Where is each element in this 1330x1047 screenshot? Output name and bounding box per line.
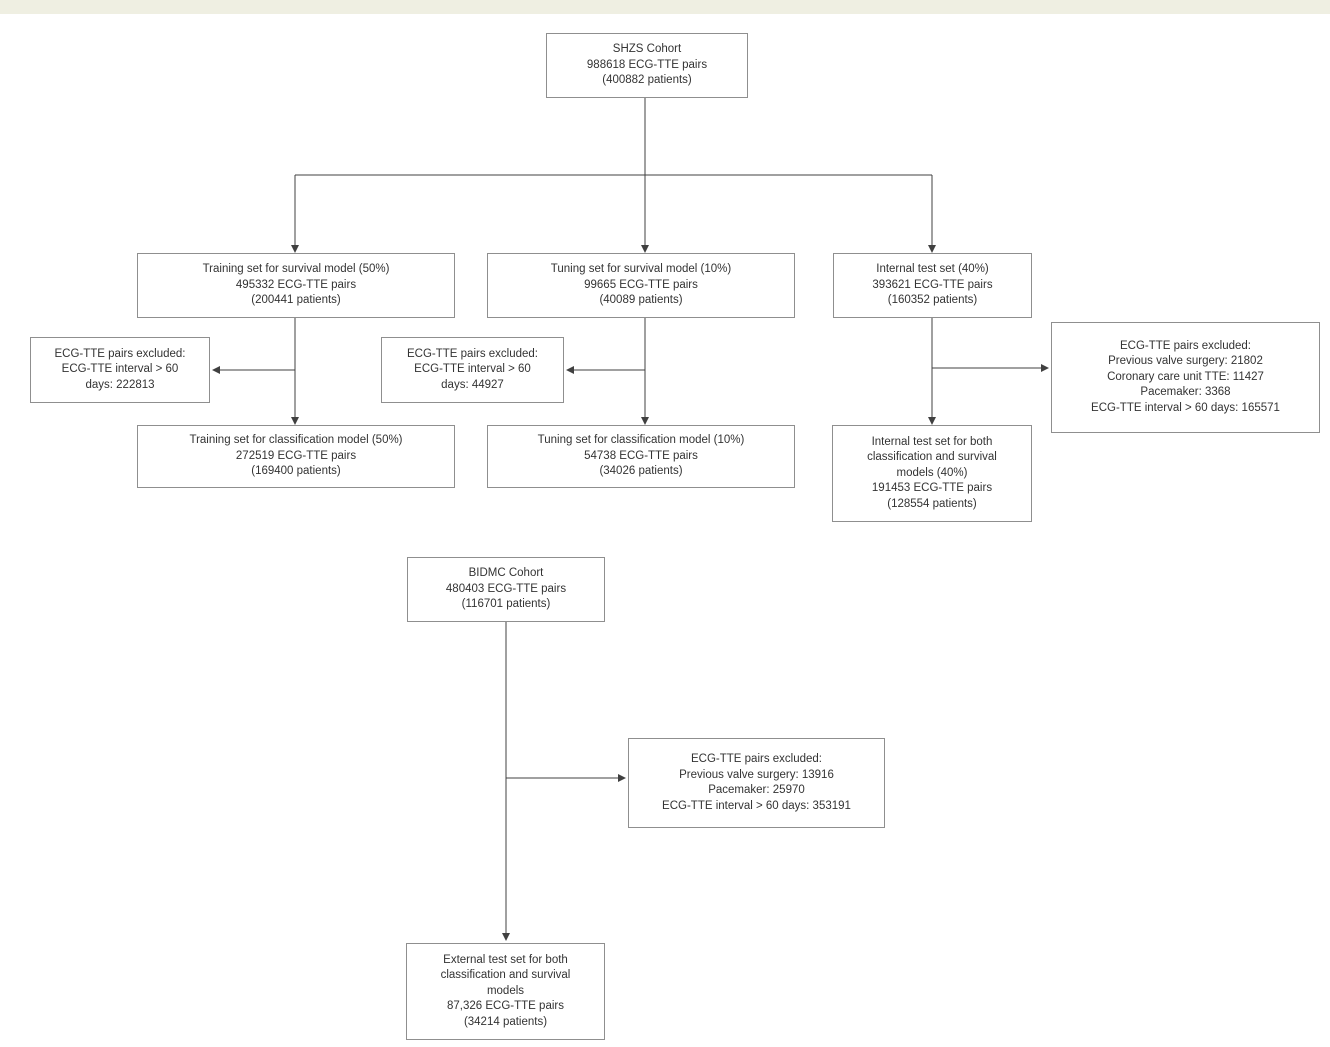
box-text-line: (400882 patients): [602, 74, 692, 87]
box-text-line: days: 44927: [441, 378, 504, 391]
flow-box-training-classification: Training set for classification model (5…: [137, 425, 455, 488]
box-text-line: 54738 ECG-TTE pairs: [584, 449, 698, 462]
box-text-line: ECG-TTE pairs excluded:: [690, 753, 822, 765]
box-text-line: ECG-TTE interval > 60 days: 165571: [1091, 401, 1280, 414]
box-text-line: Internal test set (40%): [876, 263, 989, 276]
box-text-line: (160352 patients): [887, 294, 978, 307]
box-text-line: 99665 ECG-TTE pairs: [584, 278, 698, 291]
box-text-line: External test set for both: [443, 953, 568, 966]
box-text-line: 480403 ECG-TTE pairs: [445, 582, 567, 595]
flow-box-excluded-training: ECG-TTE pairs excluded: ECG-TTE interval…: [30, 337, 210, 403]
box-text-line: 988618 ECG-TTE pairs: [586, 58, 708, 71]
box-text-line: Previous valve surgery: 21802: [1108, 355, 1263, 368]
box-text-line: models (40%): [896, 466, 968, 479]
box-text-line: models: [486, 984, 525, 997]
flow-box-excluded-bidmc: ECG-TTE pairs excluded: Previous valve s…: [628, 738, 885, 828]
box-text-line: (128554 patients): [887, 497, 977, 510]
flow-box-internal-test-both: Internal test set for both classificatio…: [832, 425, 1032, 522]
box-text-line: ECG-TTE interval > 60: [414, 363, 531, 376]
box-text-line: 87,326 ECG-TTE pairs: [447, 1000, 564, 1013]
box-text-line: SHZS Cohort: [612, 43, 682, 56]
flow-box-tuning-classification: Tuning set for classification model (10%…: [487, 425, 795, 488]
box-text-line: (34026 patients): [599, 465, 683, 478]
box-text-line: Training set for survival model (50%): [202, 263, 390, 276]
box-text-line: Training set for classification model (5…: [189, 434, 403, 447]
box-text-line: ECG-TTE pairs excluded:: [406, 347, 538, 360]
flow-box-training-survival: Training set for survival model (50%) 49…: [137, 253, 455, 318]
box-text-line: Tuning set for survival model (10%): [550, 263, 732, 276]
box-text-line: ECG-TTE interval > 60 days: 353191: [662, 799, 851, 812]
box-text-line: classification and survival: [440, 969, 571, 982]
box-text-line: ECG-TTE pairs excluded:: [54, 347, 186, 360]
flow-box-excluded-tuning: ECG-TTE pairs excluded: ECG-TTE interval…: [381, 337, 564, 403]
box-text-line: 495332 ECG-TTE pairs: [235, 278, 357, 291]
flow-box-excluded-internal: ECG-TTE pairs excluded: Previous valve s…: [1051, 322, 1320, 433]
box-text-line: Internal test set for both: [871, 435, 993, 448]
box-text-line: (34214 patients): [463, 1015, 548, 1028]
box-text-line: Pacemaker: 25970: [708, 784, 805, 796]
flow-box-external-test-both: External test set for both classificatio…: [406, 943, 605, 1040]
box-text-line: 272519 ECG-TTE pairs: [235, 449, 357, 462]
box-text-line: 393621 ECG-TTE pairs: [872, 278, 993, 291]
flow-box-tuning-survival: Tuning set for survival model (10%) 9966…: [487, 253, 795, 318]
box-text-line: ECG-TTE interval > 60: [61, 363, 179, 376]
box-text-line: classification and survival: [867, 451, 997, 464]
box-text-line: 191453 ECG-TTE pairs: [871, 482, 993, 495]
flow-box-bidmc-cohort: BIDMC Cohort 480403 ECG-TTE pairs (11670…: [407, 557, 605, 622]
box-text-line: ECG-TTE pairs excluded:: [1119, 339, 1251, 352]
box-text-line: BIDMC Cohort: [468, 567, 544, 580]
page-top-band: [0, 0, 1330, 14]
box-text-line: Coronary care unit TTE: 11427: [1107, 370, 1264, 383]
box-text-line: (169400 patients): [251, 465, 341, 478]
box-text-line: (116701 patients): [461, 598, 551, 611]
box-text-line: Previous valve surgery: 13916: [679, 768, 834, 781]
box-text-line: Tuning set for classification model (10%…: [537, 434, 745, 447]
flow-box-internal-test: Internal test set (40%) 393621 ECG-TTE p…: [833, 253, 1032, 318]
box-text-line: (200441 patients): [251, 294, 341, 307]
box-text-line: Pacemaker: 3368: [1140, 386, 1231, 399]
box-text-line: (40089 patients): [599, 294, 683, 307]
box-text-line: days: 222813: [85, 378, 155, 391]
flow-box-shzs-cohort: SHZS Cohort 988618 ECG-TTE pairs (400882…: [546, 33, 748, 98]
